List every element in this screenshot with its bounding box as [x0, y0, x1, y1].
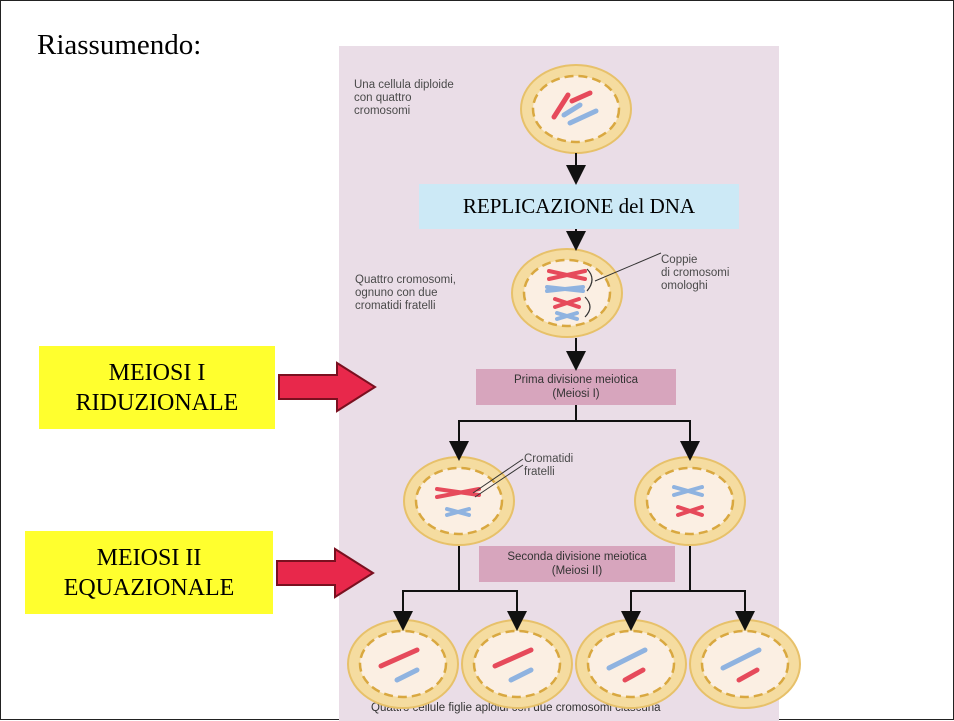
daughter-cell-3 — [574, 618, 688, 710]
daughter-cell-1 — [346, 618, 460, 710]
label-homologous-pairs: Coppie di cromosomi omologhi — [661, 254, 730, 292]
red-arrow-meiosis2 — [276, 547, 375, 599]
label-diploid-cell: Una cellula diploide con quattro cromoso… — [354, 79, 454, 117]
meiosis-2-label-line1: MEIOSI II — [96, 544, 202, 571]
flow-arrows — [393, 153, 755, 631]
slide-title: Riassumendo: — [37, 29, 202, 61]
red-arrow-meiosis1 — [278, 361, 377, 413]
meiosis-1-label-line1: MEIOSI I — [108, 359, 206, 386]
meiosis-1-box: Prima divisione meiotica (Meiosi I) — [476, 369, 676, 405]
meiosis-2-label-line2: EQUAZIONALE — [63, 574, 235, 601]
cell-meiosis1-right — [633, 455, 747, 547]
meiosis-2-box: Seconda divisione meiotica (Meiosi II) — [479, 546, 675, 582]
cell-replicated — [510, 247, 662, 339]
meiosis-1-label-line2: RIDUZIONALE — [75, 389, 239, 416]
meiosis-2-label: MEIOSI II EQUAZIONALE — [25, 531, 273, 614]
cell-diploid — [519, 63, 633, 155]
label-sister-chromatids: Cromatidi fratelli — [524, 453, 574, 478]
meiosis-1-label: MEIOSI I RIDUZIONALE — [39, 346, 275, 429]
cell-meiosis1-left — [402, 455, 524, 547]
daughter-cell-2 — [460, 618, 574, 710]
label-four-chromosomes: Quattro cromosomi, ognuno con due cromat… — [355, 274, 456, 312]
daughter-cell-4 — [688, 618, 802, 710]
replication-box: REPLICAZIONE del DNA — [419, 184, 739, 229]
